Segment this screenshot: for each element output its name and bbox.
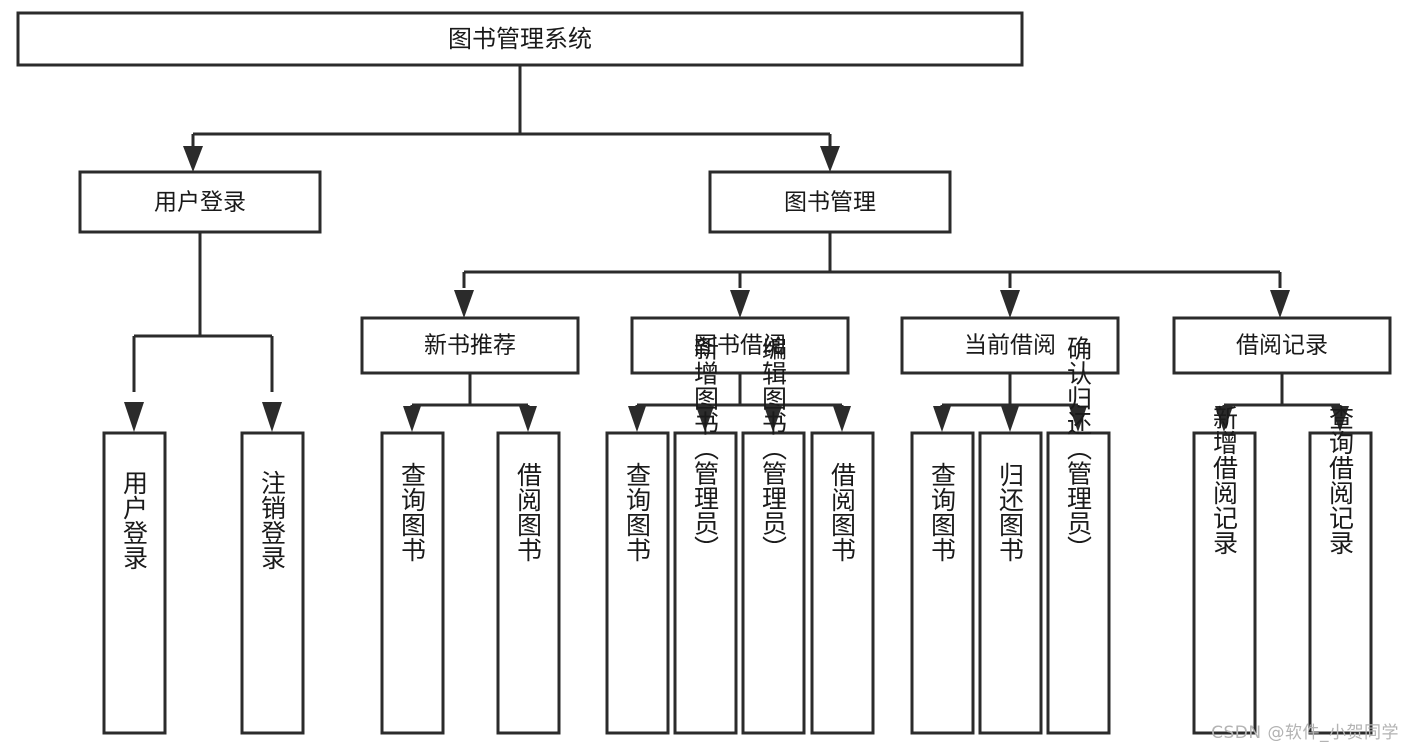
leaf-label: 归还图书 xyxy=(996,462,1025,562)
arrow-root-to-book-mgmt xyxy=(820,146,840,172)
leaf-borrow-record-1[interactable]: 新增借阅记录 xyxy=(1192,405,1257,735)
leaf-box[interactable] xyxy=(1308,431,1373,735)
arrow-new-book-leaf-2 xyxy=(519,406,537,432)
arrow-borrow-leaf-1 xyxy=(628,406,646,432)
arrow-borrow-leaf-4 xyxy=(833,406,851,432)
arrow-record-leaf-2 xyxy=(1331,406,1349,432)
borrow-record-label: 借阅记录 xyxy=(1236,333,1328,359)
borrow-record-box[interactable] xyxy=(1172,316,1392,375)
leaf-box[interactable] xyxy=(1046,431,1111,735)
leaf-box[interactable] xyxy=(240,431,305,735)
leaf-label: 查询图书 xyxy=(398,462,427,562)
leaf-current-borrow-3[interactable]: 确认归还（管理员） xyxy=(1046,336,1111,735)
leaf-label: 编辑图书（管理员） xyxy=(759,336,788,561)
leaf-book-borrow-4[interactable]: 借阅图书 xyxy=(810,431,875,735)
leaf-label: 查询图书 xyxy=(928,462,957,562)
user-login-box[interactable] xyxy=(78,170,322,234)
leaf-book-borrow-3[interactable]: 编辑图书（管理员） xyxy=(741,336,806,735)
arrow-user-login-leaf-2 xyxy=(262,402,282,432)
arrow-current-leaf-1 xyxy=(933,406,951,432)
leaf-label: 确认归还（管理员） xyxy=(1064,336,1093,561)
current-borrow-label: 当前借阅 xyxy=(964,333,1056,359)
leaf-borrow-record-2[interactable]: 查询借阅记录 xyxy=(1308,405,1373,735)
leaf-label: 查询图书 xyxy=(623,462,652,562)
leaf-current-borrow-2[interactable]: 归还图书 xyxy=(978,431,1043,735)
leaf-label: 用户登录 xyxy=(120,470,149,570)
book-borrow-label: 图书借阅 xyxy=(694,333,786,359)
leaf-new-book-2[interactable]: 借阅图书 xyxy=(496,431,561,735)
leaf-new-book-1[interactable]: 查询图书 xyxy=(380,431,445,735)
arrow-book-mgmt-to-new-book xyxy=(454,290,474,318)
leaf-box[interactable] xyxy=(1192,431,1257,735)
user-login-label: 用户登录 xyxy=(154,190,246,216)
arrow-book-mgmt-to-current xyxy=(1000,290,1020,318)
leaf-box[interactable] xyxy=(910,431,975,735)
book-borrow-box[interactable] xyxy=(630,316,850,375)
leaf-label: 借阅图书 xyxy=(828,462,857,562)
node-borrow-record[interactable]: 借阅记录 xyxy=(1172,316,1392,375)
new-book-recommend-box[interactable] xyxy=(360,316,580,375)
arrow-new-book-leaf-1 xyxy=(403,406,421,432)
node-book-management[interactable]: 图书管理 xyxy=(708,170,952,234)
leaf-box[interactable] xyxy=(605,431,670,735)
arrow-current-leaf-3 xyxy=(1069,406,1087,432)
root-label: 图书管理系统 xyxy=(448,25,592,53)
arrow-book-mgmt-to-record xyxy=(1270,290,1290,318)
leaf-book-borrow-2[interactable]: 新增图书（管理员） xyxy=(673,336,738,735)
root-box[interactable] xyxy=(16,11,1024,67)
leaf-user-login-1[interactable]: 用户登录 xyxy=(102,431,167,735)
leaf-box[interactable] xyxy=(380,431,445,735)
book-management-box[interactable] xyxy=(708,170,952,234)
node-user-login[interactable]: 用户登录 xyxy=(78,170,322,234)
leaf-box[interactable] xyxy=(978,431,1043,735)
leaf-label: 新增图书（管理员） xyxy=(691,336,720,561)
leaf-label: 查询借阅记录 xyxy=(1326,405,1355,555)
leaf-label: 新增借阅记录 xyxy=(1210,405,1239,555)
leaf-box[interactable] xyxy=(810,431,875,735)
arrow-root-to-user-login xyxy=(183,146,203,172)
node-new-book-recommend[interactable]: 新书推荐 xyxy=(360,316,580,375)
node-root[interactable]: 图书管理系统 xyxy=(16,11,1024,67)
connector-layer xyxy=(124,65,1349,432)
leaf-label: 借阅图书 xyxy=(514,462,543,562)
leaf-box[interactable] xyxy=(496,431,561,735)
leaf-box[interactable] xyxy=(673,431,738,735)
leaf-current-borrow-1[interactable]: 查询图书 xyxy=(910,431,975,735)
leaf-label: 注销登录 xyxy=(258,470,287,570)
arrow-user-login-leaf-1 xyxy=(124,402,144,432)
node-current-borrow[interactable]: 当前借阅 xyxy=(900,316,1120,375)
arrow-borrow-leaf-2 xyxy=(696,406,714,432)
book-management-label: 图书管理 xyxy=(784,190,876,216)
leaf-book-borrow-1[interactable]: 查询图书 xyxy=(605,431,670,735)
current-borrow-box[interactable] xyxy=(900,316,1120,375)
leaf-box[interactable] xyxy=(102,431,167,735)
leaf-user-login-2[interactable]: 注销登录 xyxy=(240,431,305,735)
arrow-record-leaf-1 xyxy=(1215,406,1233,432)
arrow-book-mgmt-to-borrow xyxy=(730,290,750,318)
arrow-borrow-leaf-3 xyxy=(764,406,782,432)
arrow-current-leaf-2 xyxy=(1001,406,1019,432)
new-book-recommend-label: 新书推荐 xyxy=(424,333,516,359)
node-book-borrow[interactable]: 图书借阅 xyxy=(630,316,850,375)
leaf-box[interactable] xyxy=(741,431,806,735)
